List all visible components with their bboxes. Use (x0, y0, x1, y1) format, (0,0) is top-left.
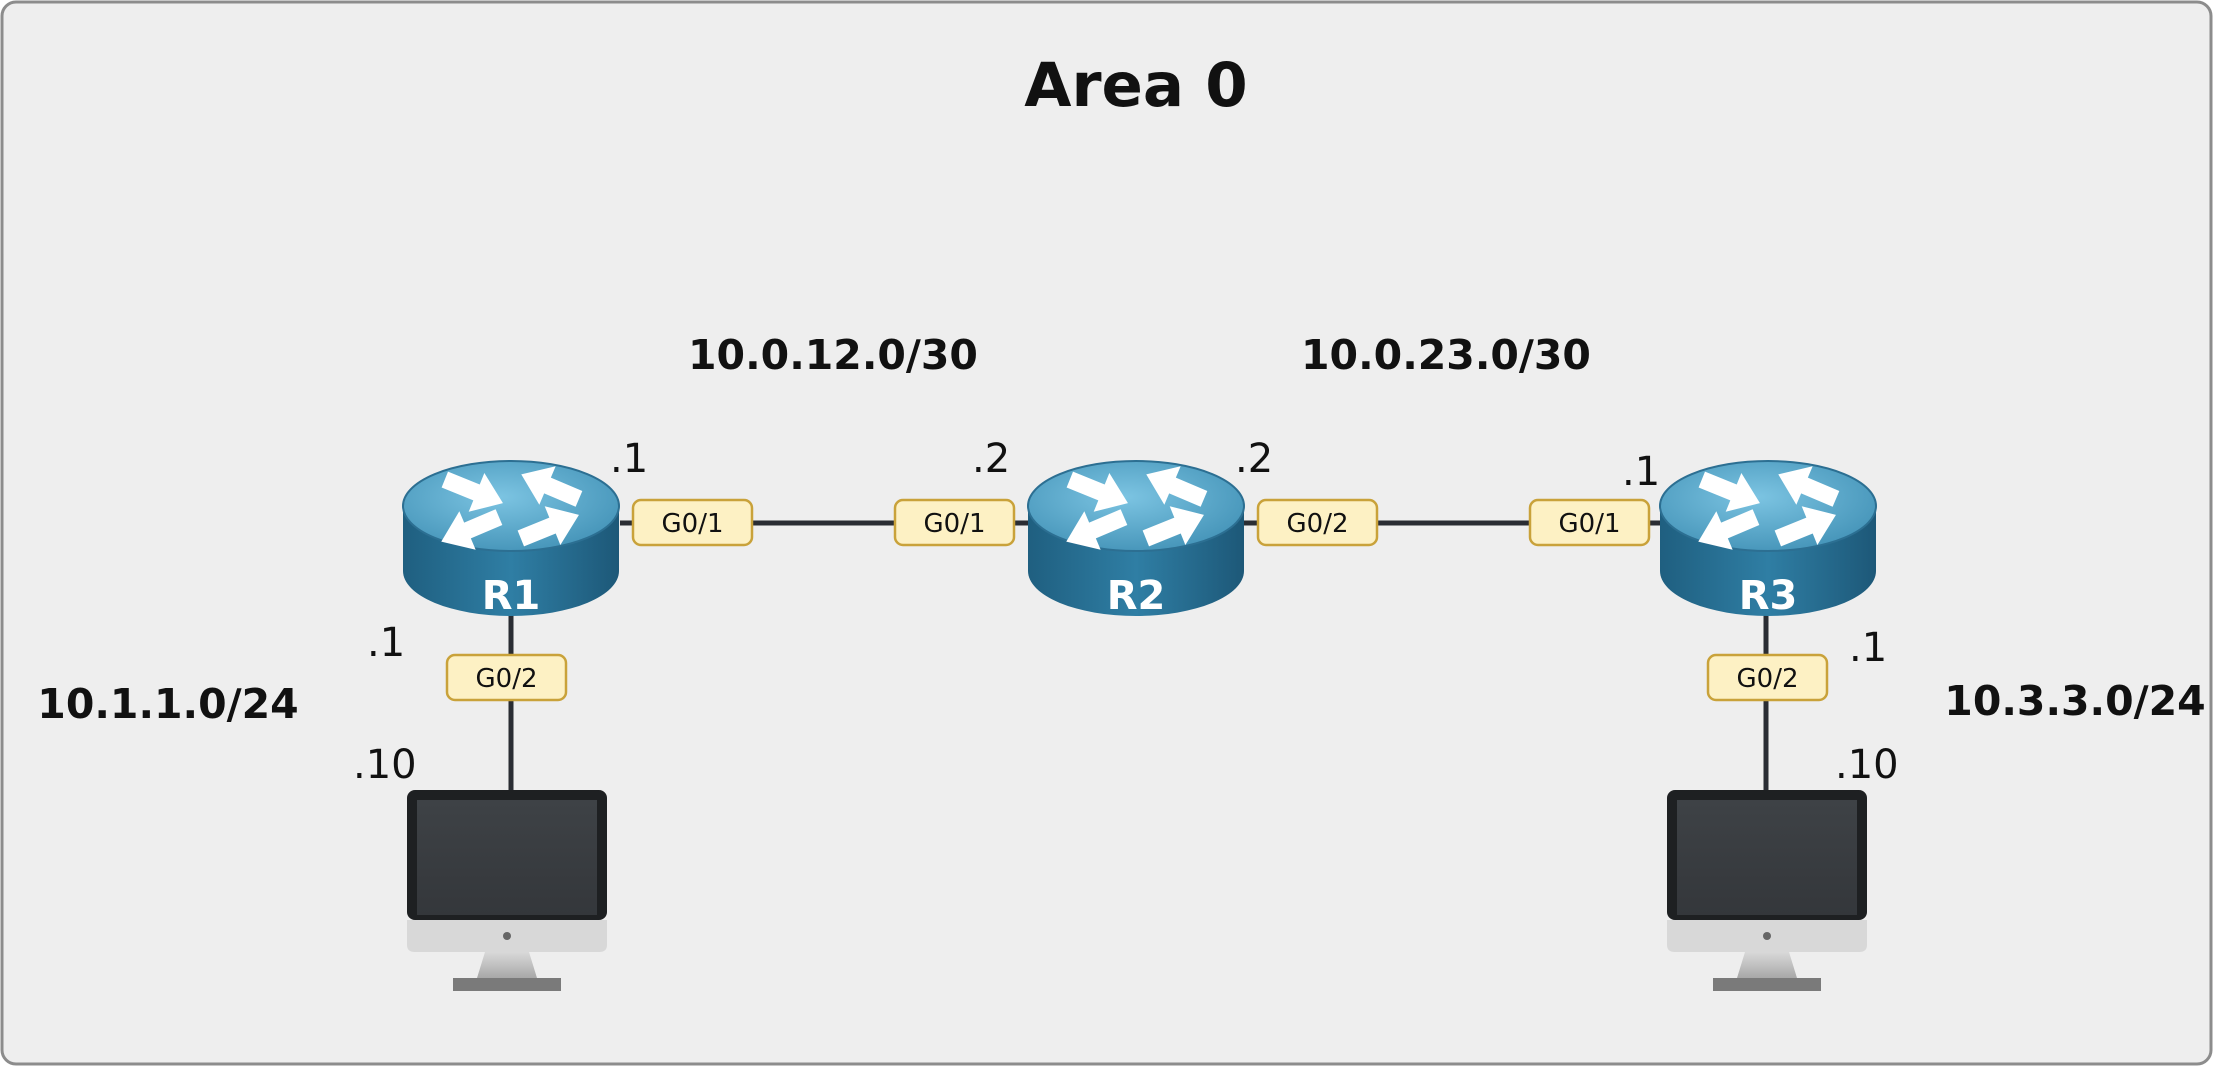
router-r3-label: R3 (1739, 573, 1798, 619)
router-r2[interactable]: R2 (1028, 455, 1244, 619)
interface-r2-g0-2: G0/2 (1256, 498, 1379, 547)
host-id-r1-g0-1: .1 (610, 436, 648, 482)
subnet-r1-lan: 10.1.1.0/24 (37, 680, 298, 728)
svg-text:G0/1: G0/1 (1559, 509, 1621, 539)
host-id-r1-g0-2: .1 (367, 620, 405, 666)
subnet-r2-r3: 10.0.23.0/30 (1301, 331, 1591, 379)
host-id-r3-g0-1: .1 (1622, 449, 1660, 495)
host-id-r3-g0-2: .1 (1849, 625, 1887, 671)
svg-text:G0/2: G0/2 (1737, 664, 1799, 694)
svg-text:G0/1: G0/1 (662, 509, 724, 539)
router-r1[interactable]: R1 (403, 455, 619, 619)
host-id-r2-g0-1: .2 (972, 436, 1010, 482)
svg-text:G0/2: G0/2 (1287, 509, 1349, 539)
host-id-pc3: .10 (1835, 742, 1899, 788)
router-r1-label: R1 (482, 573, 541, 619)
interface-r2-g0-1: G0/1 (893, 498, 1016, 547)
router-r2-label: R2 (1107, 573, 1166, 619)
interface-r3-g0-2: G0/2 (1706, 653, 1829, 702)
interface-r3-g0-1: G0/1 (1528, 498, 1651, 547)
host-id-r2-g0-2: .2 (1235, 436, 1273, 482)
interface-r1-g0-2: G0/2 (445, 653, 568, 702)
router-r3[interactable]: R3 (1660, 455, 1876, 619)
subnet-r1-r2: 10.0.12.0/30 (688, 331, 978, 379)
area-title: Area 0 (1024, 50, 1248, 121)
subnet-r3-lan: 10.3.3.0/24 (1944, 677, 2205, 725)
interface-r1-g0-1: G0/1 (631, 498, 754, 547)
host-id-pc1: .10 (353, 742, 417, 788)
svg-text:G0/1: G0/1 (924, 509, 986, 539)
svg-text:G0/2: G0/2 (476, 664, 538, 694)
